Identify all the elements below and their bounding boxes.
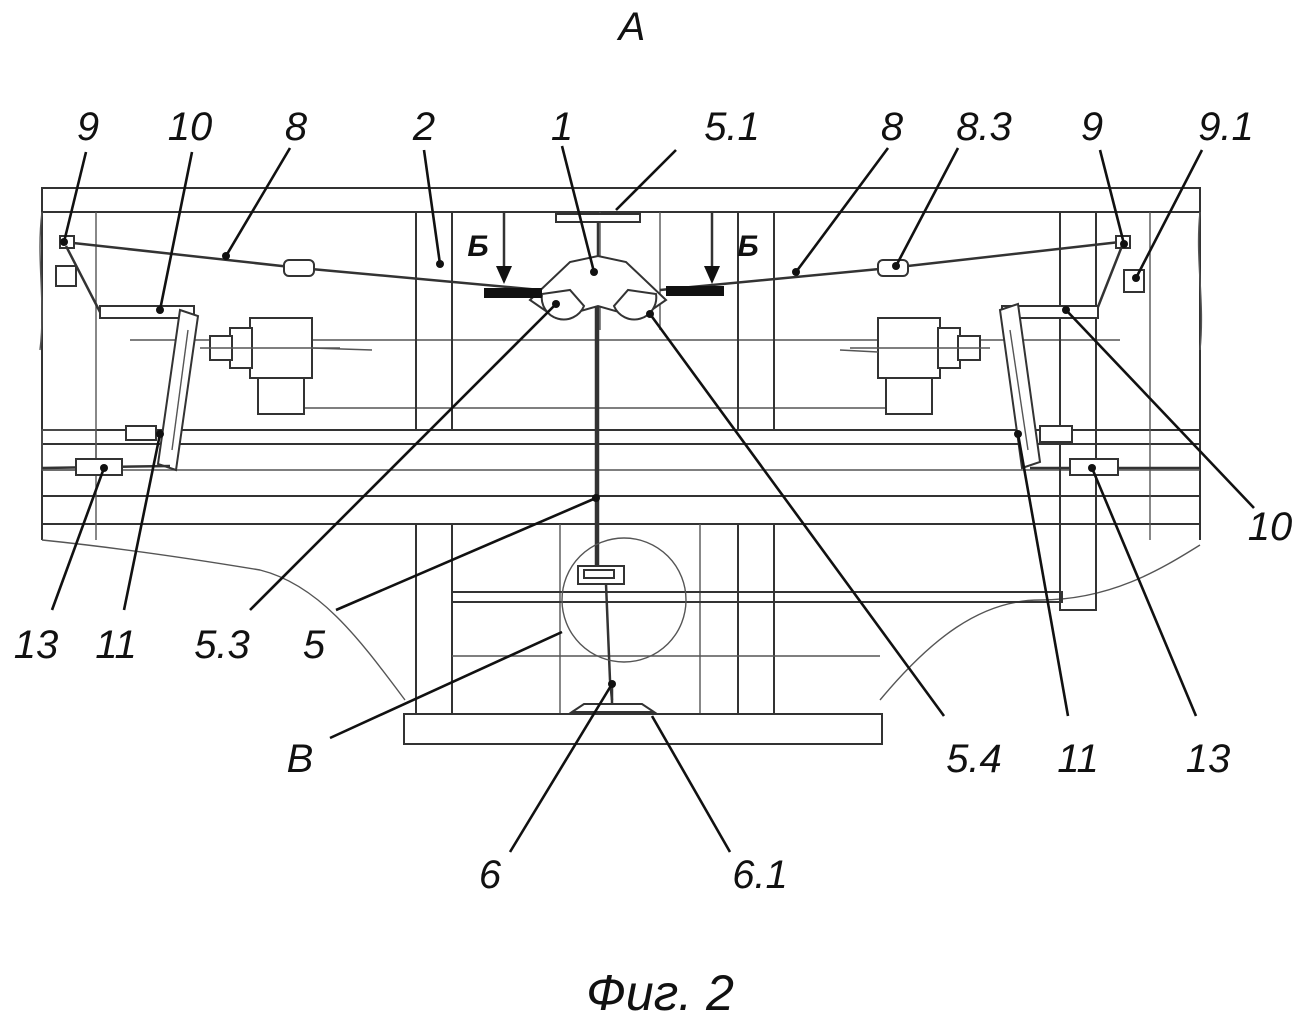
figure-caption: Фиг. 2 bbox=[586, 965, 734, 1021]
label-8-3: 8.3 bbox=[956, 105, 1012, 149]
label-6-1: 6.1 bbox=[732, 853, 788, 897]
leader-lines bbox=[50, 145, 1255, 853]
label-8-right: 8 bbox=[881, 105, 904, 149]
label-5: 5 bbox=[303, 623, 326, 667]
label-2: 2 bbox=[412, 105, 435, 149]
label-11-right: 11 bbox=[1057, 737, 1099, 781]
section-mark-right: Б bbox=[737, 230, 758, 263]
label-9-left: 9 bbox=[77, 105, 99, 149]
label-13-right: 13 bbox=[1186, 737, 1231, 781]
label-1: 1 bbox=[551, 105, 573, 149]
view-title: А bbox=[617, 5, 646, 49]
label-10-right: 10 bbox=[1248, 505, 1293, 549]
label-B: В bbox=[287, 737, 314, 781]
right-motor bbox=[839, 317, 990, 415]
label-9-right: 9 bbox=[1081, 105, 1103, 149]
label-5-4: 5.4 bbox=[946, 737, 1002, 781]
central-mechanism bbox=[484, 212, 724, 713]
section-mark-left: Б bbox=[467, 230, 488, 263]
label-10-left: 10 bbox=[168, 105, 213, 149]
left-motor bbox=[200, 317, 373, 415]
label-6: 6 bbox=[479, 853, 502, 897]
label-8-left: 8 bbox=[285, 105, 308, 149]
label-13-left: 13 bbox=[14, 623, 59, 667]
label-11-left: 11 bbox=[95, 623, 137, 667]
label-9-1: 9.1 bbox=[1198, 105, 1254, 149]
label-5-1: 5.1 bbox=[704, 105, 760, 149]
right-lever-system bbox=[659, 235, 1200, 476]
label-5-3: 5.3 bbox=[194, 623, 250, 667]
